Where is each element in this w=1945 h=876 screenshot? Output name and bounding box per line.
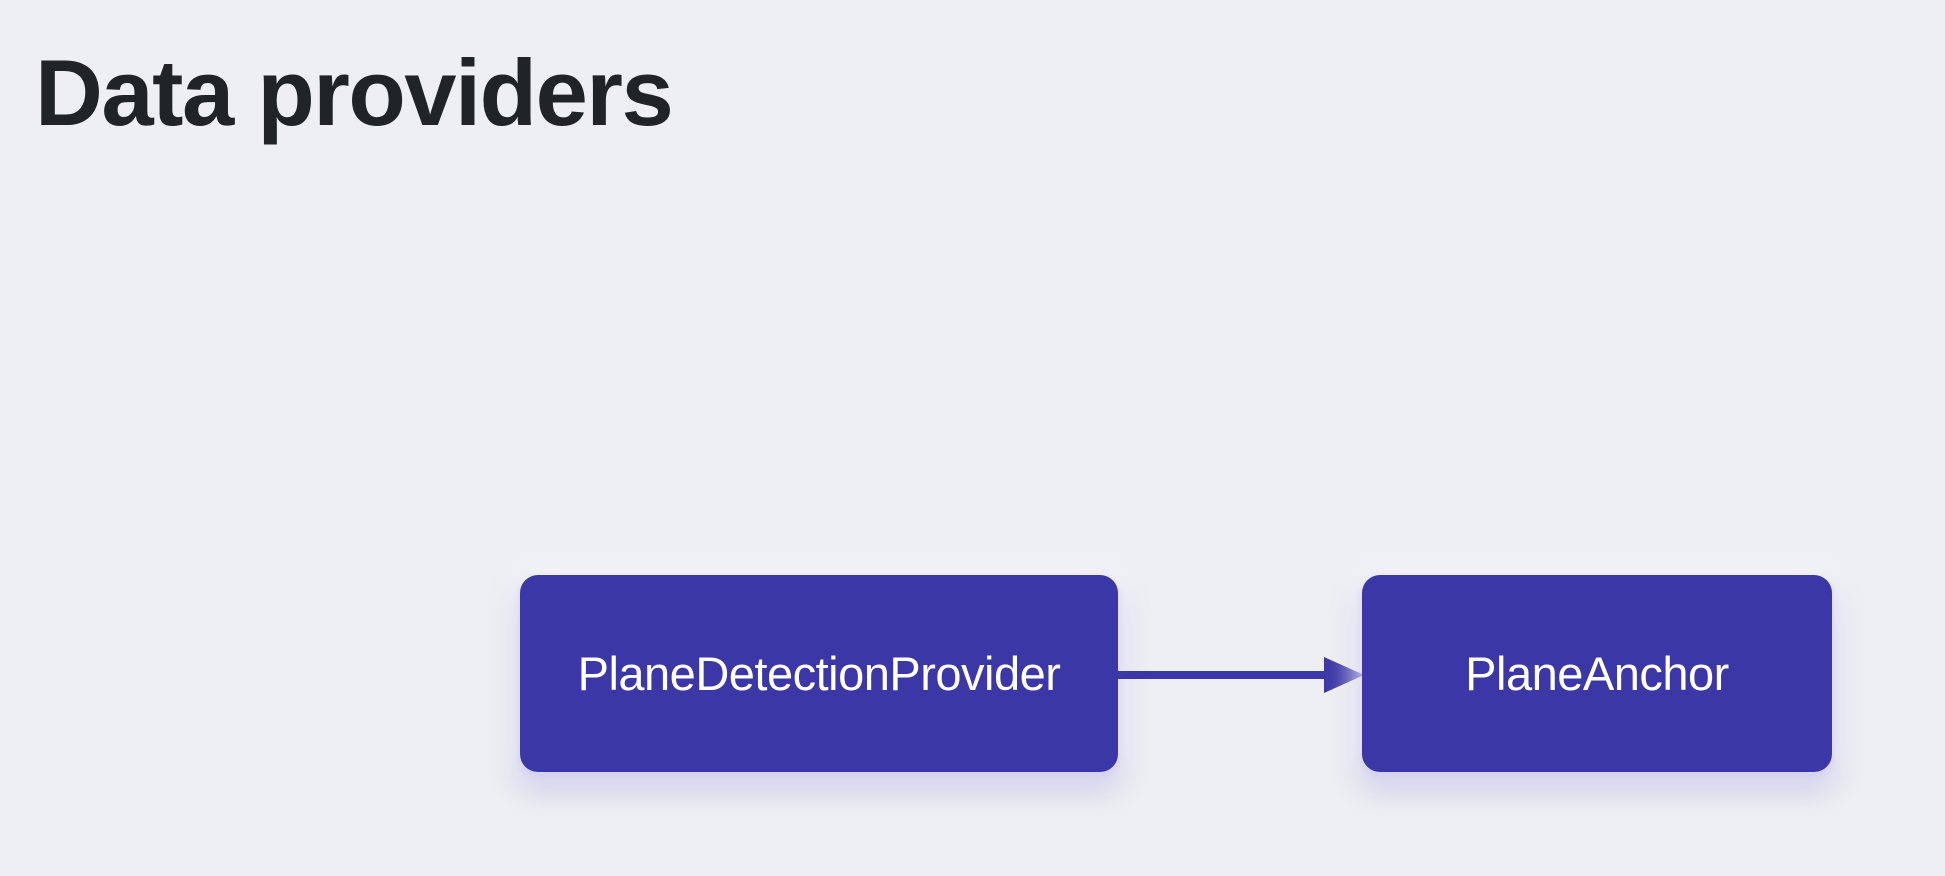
node-label-plane-detection-provider: PlaneDetectionProvider <box>577 647 1061 700</box>
node-label-plane-anchor: PlaneAnchor <box>1465 647 1729 700</box>
node-plane-detection-provider: PlaneDetectionProvider <box>520 575 1118 772</box>
page-title: Data providers <box>35 40 674 145</box>
arrow-right-icon <box>1118 657 1364 693</box>
node-plane-anchor: PlaneAnchor <box>1362 575 1832 772</box>
